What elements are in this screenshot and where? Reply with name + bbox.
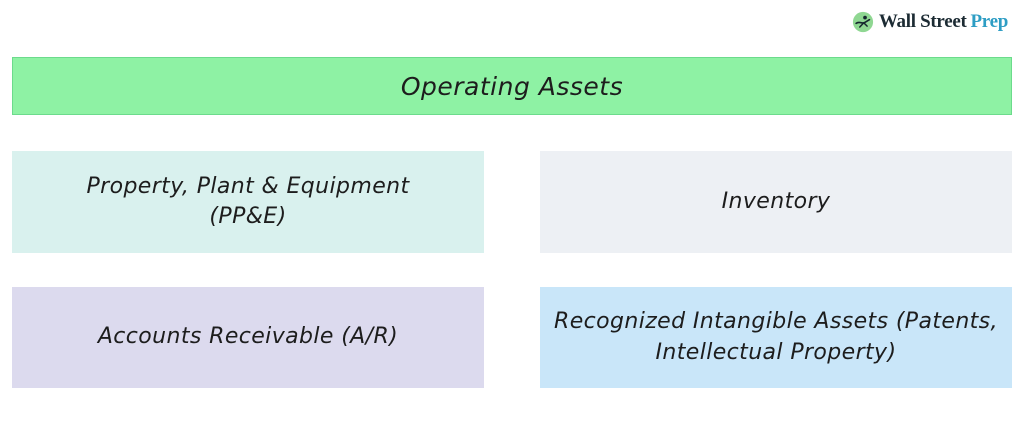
box-recognized-intangible-assets-label: Recognized Intangible Assets (Patents, I… [554,309,998,365]
logo-text-primary: Wall Street [878,11,967,32]
operating-assets-header: Operating Assets [12,57,1012,115]
box-property-plant-equipment: Property, Plant & Equipment (PP&E) [12,151,484,253]
logo-text-accent: Prep [970,11,1009,32]
box-inventory: Inventory [540,151,1012,253]
header-title: Operating Assets [400,71,624,101]
box-accounts-receivable: Accounts Receivable (A/R) [12,287,484,388]
wallstreetprep-logo-icon [852,11,873,33]
box-recognized-intangible-assets: Recognized Intangible Assets (Patents, I… [540,287,1012,388]
box-inventory-label: Inventory [721,188,831,214]
box-accounts-receivable-label: Accounts Receivable (A/R) [97,324,399,350]
box-property-plant-equipment-label: Property, Plant & Equipment (PP&E) [86,173,410,229]
